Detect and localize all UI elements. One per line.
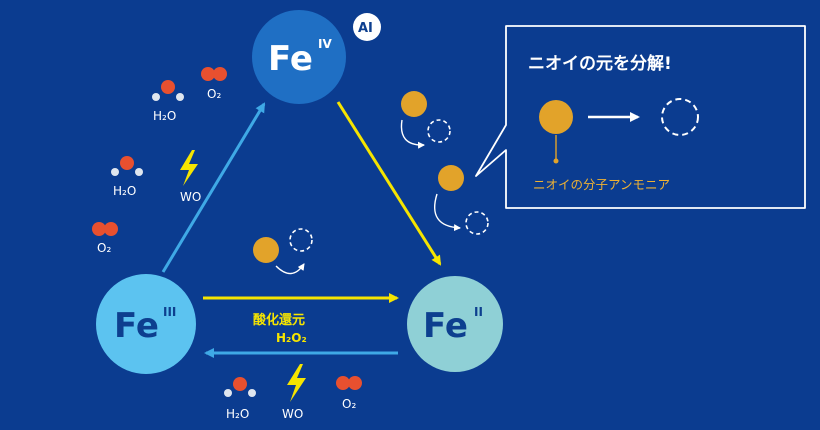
arrow-fe3-to-fe4 xyxy=(161,102,266,273)
fe-iii-superscript: III xyxy=(163,305,176,319)
wo-label-1: WO xyxy=(180,190,201,204)
water-molecule-icon xyxy=(152,80,184,101)
ammonia-molecule-icon xyxy=(539,100,573,134)
ammonia-molecule-icon xyxy=(433,165,489,235)
caption-pointer-dot xyxy=(553,158,559,164)
oxygen-molecule-icon xyxy=(92,222,118,236)
ai-badge: AI xyxy=(353,13,381,41)
fe-iii-base: Fe xyxy=(114,306,159,346)
o2-label-1: O₂ xyxy=(207,87,221,101)
water-molecule-icon xyxy=(224,377,256,397)
callout-caption: ニオイの分子アンモニア xyxy=(533,177,670,192)
arrow-fe4-to-fe2 xyxy=(336,101,442,266)
node-fe-ii: Fe II xyxy=(407,276,503,372)
ai-badge-label: AI xyxy=(358,21,373,36)
h2o-label-1: H₂O xyxy=(153,109,176,123)
node-fe-iii: Fe III xyxy=(96,274,196,374)
wo-label-2: WO xyxy=(282,407,303,421)
ammonia-molecule-icon xyxy=(253,228,313,275)
fe-ii-superscript: II xyxy=(474,305,483,319)
decomposed-molecule-icon xyxy=(661,98,699,136)
fe-ii-base: Fe xyxy=(423,306,468,346)
oxygen-molecule-icon xyxy=(336,376,362,390)
o2-label-3: O₂ xyxy=(342,397,356,411)
lightning-icon xyxy=(287,364,306,402)
redox-label: 酸化還元 xyxy=(253,312,305,328)
lightning-icon xyxy=(180,150,198,186)
h2o2-label: H₂O₂ xyxy=(276,331,307,345)
oxygen-molecule-icon xyxy=(201,67,227,81)
node-fe-iv: Fe IV xyxy=(252,10,346,104)
ammonia-molecule-icon xyxy=(400,91,451,149)
fe-iv-superscript: IV xyxy=(318,37,332,51)
callout-title: ニオイの元を分解! xyxy=(528,53,672,74)
water-molecule-icon xyxy=(111,156,143,176)
h2o-label-2: H₂O xyxy=(113,184,136,198)
callout-box: ニオイの元を分解! ニオイの分子アンモニア xyxy=(475,25,806,209)
o2-label-2: O₂ xyxy=(97,241,111,255)
fe-iv-base: Fe xyxy=(268,39,313,79)
h2o-label-3: H₂O xyxy=(226,407,249,421)
